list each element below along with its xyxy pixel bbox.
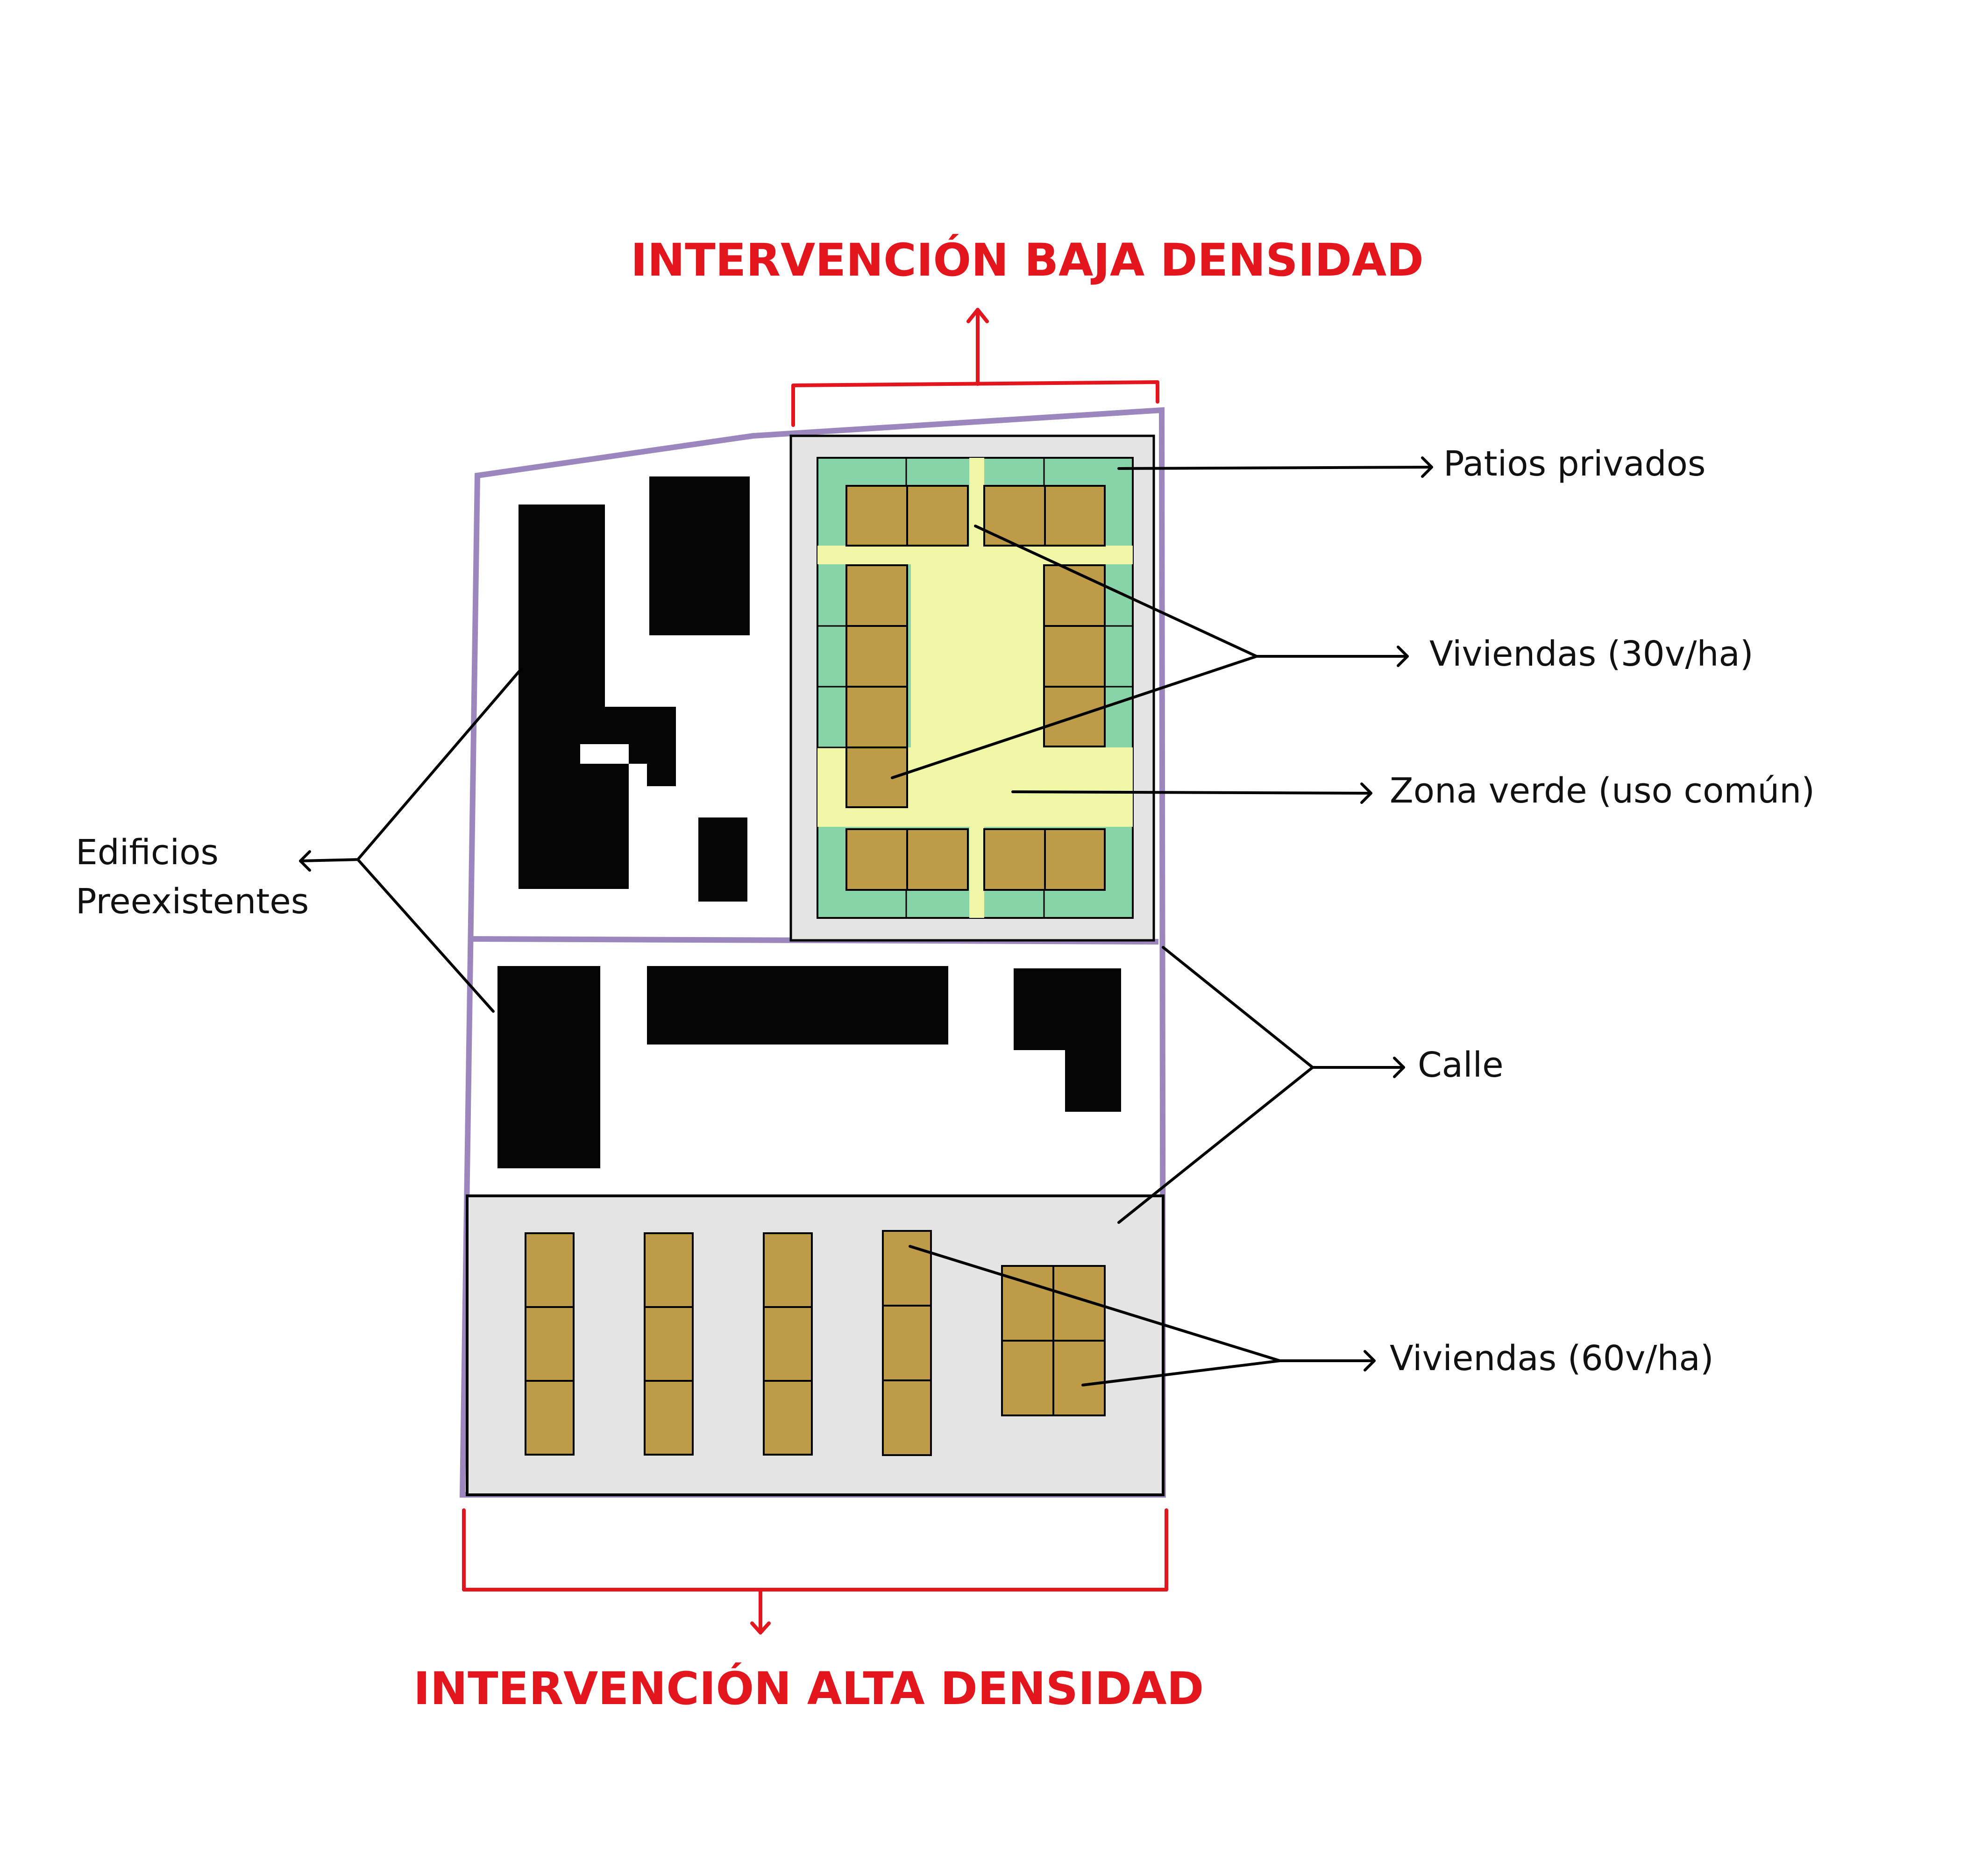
housing-unit: [882, 1379, 932, 1456]
housing-unit: [983, 485, 1046, 547]
existing-building: [698, 817, 747, 902]
housing-unit: [845, 485, 908, 547]
bottom-bracket: [462, 1508, 1168, 1634]
leader-patios: [1117, 466, 1433, 470]
patio-dividers: [817, 458, 1133, 918]
housing-unit: [525, 1380, 575, 1456]
housing-unit: [845, 564, 908, 627]
top-bracket: [791, 308, 1159, 427]
housing-unit: [1044, 485, 1106, 547]
common-green-path-top: [969, 458, 984, 547]
housing-unit: [845, 625, 908, 688]
housing-unit: [845, 746, 908, 808]
housing-unit: [763, 1306, 813, 1382]
leader-zona-verde: [1011, 790, 1372, 795]
housing-unit: [1001, 1340, 1054, 1416]
label-viviendas60: Viviendas (60v/ha): [1390, 1338, 1714, 1379]
existing-building-notch: [580, 744, 629, 764]
housing-unit: [845, 828, 908, 891]
existing-building: [1014, 968, 1121, 1112]
housing-unit: [644, 1232, 694, 1308]
title-high-density: INTERVENCIÓN ALTA DENSIDAD: [413, 1662, 1204, 1715]
label-edificios-line1: Edificios: [76, 832, 219, 873]
housing-units-60: [525, 1230, 1106, 1456]
title-low-density: INTERVENCIÓN BAJA DENSIDAD: [631, 234, 1424, 286]
common-green-band-top: [817, 546, 1133, 564]
housing-unit: [644, 1306, 694, 1382]
label-edificios-line2: Preexistentes: [76, 881, 309, 922]
existing-buildings: [497, 476, 1121, 1168]
existing-building: [647, 966, 948, 1045]
housing-unit: [763, 1232, 813, 1308]
label-viviendas30: Viviendas (30v/ha): [1429, 634, 1754, 674]
label-zona-verde: Zona verde (uso común): [1390, 771, 1815, 811]
existing-building: [649, 476, 750, 635]
housing-unit: [525, 1306, 575, 1382]
housing-unit: [763, 1380, 813, 1456]
housing-unit: [1044, 828, 1106, 891]
high-density-block: [466, 1194, 1165, 1496]
housing-unit: [1043, 625, 1106, 688]
housing-unit: [906, 828, 969, 891]
housing-unit: [1043, 564, 1106, 627]
housing-unit: [1052, 1340, 1106, 1416]
housing-unit: [845, 686, 908, 748]
low-density-block: [789, 434, 1155, 942]
label-calle: Calle: [1418, 1045, 1504, 1085]
label-patios: Patios privados: [1443, 444, 1705, 484]
common-green-path-bottom: [969, 827, 984, 918]
housing-unit: [906, 485, 969, 547]
housing-unit: [882, 1305, 932, 1381]
existing-building: [497, 966, 600, 1168]
housing-unit: [644, 1380, 694, 1456]
housing-unit: [882, 1230, 932, 1307]
housing-unit: [983, 828, 1046, 891]
existing-building: [519, 505, 676, 889]
leader-lines: [299, 456, 1433, 1386]
housing-unit: [525, 1232, 575, 1308]
